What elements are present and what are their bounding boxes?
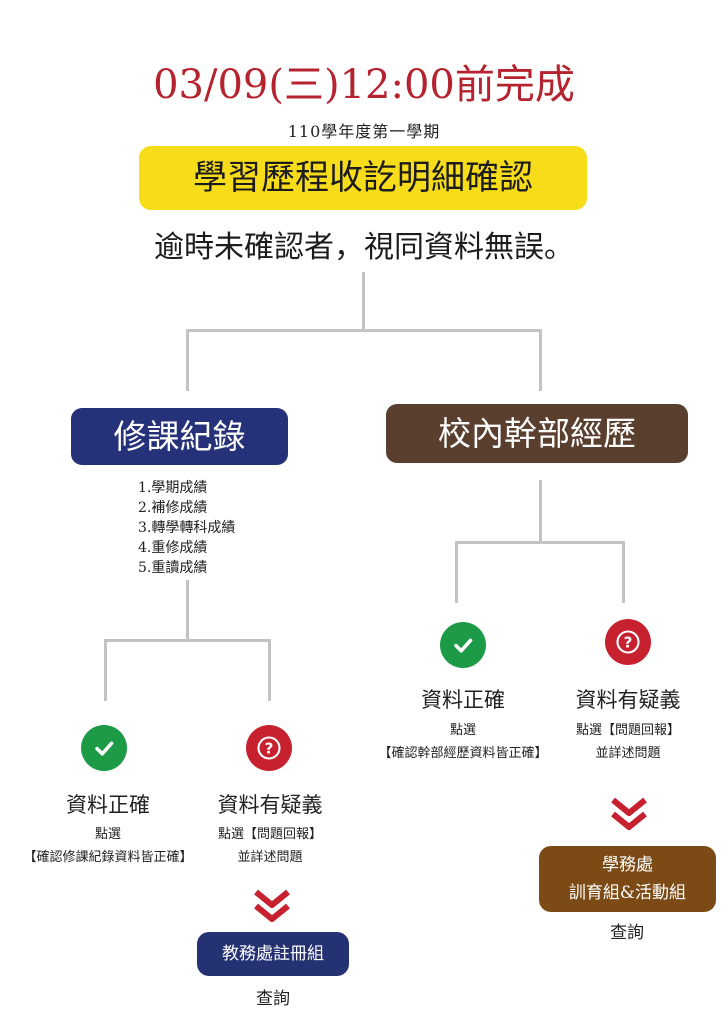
cadre-doubt-label: 資料有疑義 — [575, 688, 681, 712]
connector-line — [186, 329, 189, 391]
cadre-doubt-line2: 並詳述問題 — [595, 746, 661, 761]
cadre-correct-line2: 【確認幹部經歷資料皆正確】 — [378, 746, 548, 761]
course-query-text: 查詢 — [256, 989, 290, 1009]
office-line: 訓育組&活動組 — [568, 883, 687, 903]
deadline-text: 03/09(三)12:00前完成 — [153, 62, 575, 108]
warning-text: 逾時未確認者，視同資料無誤。 — [154, 230, 574, 265]
list-item: 2.補修成績 — [138, 500, 208, 516]
cadre-doubt-line1: 點選【問題回報】 — [575, 723, 680, 738]
connector-line — [539, 329, 542, 391]
connector-line — [362, 272, 365, 330]
course-correct-line1: 點選 — [94, 827, 121, 842]
course-item-list: 1.學期成績 2.補修成績 3.轉學轉科成績 4.重修成績 5.重讀成績 — [138, 478, 235, 578]
connector-line — [186, 329, 542, 332]
list-item: 4.重修成績 — [138, 540, 208, 556]
question-icon: ? — [246, 725, 292, 771]
cadre-query-text: 查詢 — [610, 923, 644, 943]
svg-text:?: ? — [624, 633, 633, 651]
cadre-correct-line1: 點選 — [449, 723, 476, 738]
list-item: 1.學期成績 — [138, 480, 208, 496]
connector-line — [622, 541, 625, 603]
svg-text:?: ? — [265, 739, 274, 757]
list-item: 5.重讀成績 — [138, 560, 208, 576]
cadre-experience-box: 校內幹部經歷 — [386, 404, 688, 463]
connector-line — [268, 639, 271, 701]
connector-line — [104, 639, 270, 642]
check-icon — [440, 622, 486, 668]
course-doubt-label: 資料有疑義 — [217, 793, 323, 817]
connector-line — [539, 480, 542, 542]
connector-line — [186, 580, 189, 640]
registry-office-box: 教務處註冊組 — [197, 932, 349, 976]
question-icon: ? — [605, 619, 651, 665]
main-title: 學習歷程收訖明細確認 — [139, 146, 587, 210]
course-record-box: 修課紀錄 — [71, 408, 288, 465]
semester-text: 110學年度第一學期 — [287, 122, 441, 141]
student-affairs-office-box: 學務處 訓育組&活動組 — [539, 846, 716, 912]
course-correct-line2: 【確認修課紀錄資料皆正確】 — [23, 850, 193, 865]
office-line: 學務處 — [602, 855, 653, 875]
course-doubt-line2: 並詳述問題 — [237, 850, 303, 865]
double-chevron-down-icon — [254, 889, 290, 922]
connector-line — [455, 541, 458, 603]
list-item: 3.轉學轉科成績 — [138, 520, 236, 536]
check-icon — [81, 725, 127, 771]
connector-line — [104, 639, 107, 701]
connector-line — [455, 541, 625, 544]
cadre-correct-label: 資料正確 — [421, 688, 505, 712]
course-doubt-line1: 點選【問題回報】 — [217, 827, 322, 842]
course-correct-label: 資料正確 — [66, 793, 150, 817]
double-chevron-down-icon — [611, 797, 647, 830]
